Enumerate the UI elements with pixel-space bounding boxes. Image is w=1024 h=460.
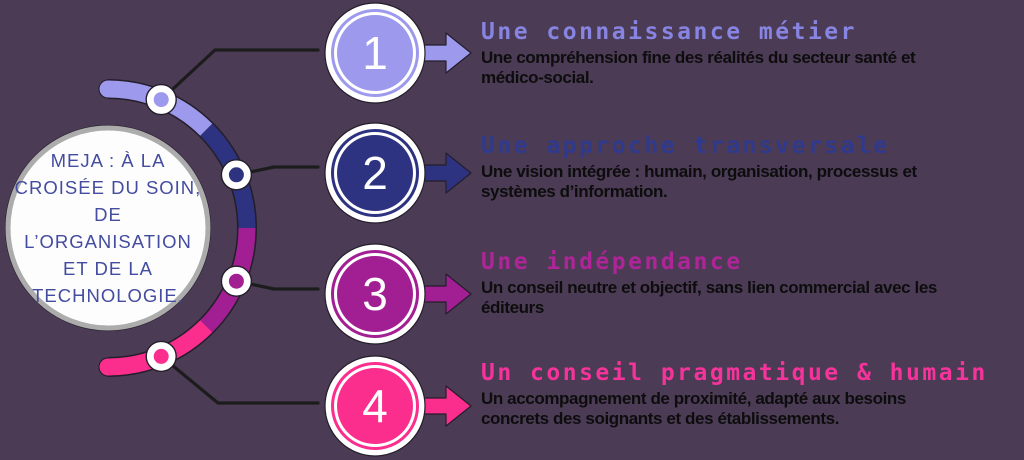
arc-cap-top [99, 80, 117, 98]
step-badge-4-ring [331, 362, 419, 450]
step-number-3: 3 [362, 268, 388, 320]
step-badge-2-fill [337, 135, 413, 211]
arc-nodes [145, 83, 253, 373]
step-description-3: Un conseil neutre et objectif, sans lien… [481, 278, 937, 317]
step-text-1: Une connaissance métier Une compréhensio… [481, 19, 1024, 88]
step-description-4: Un accompagnement de proximité, adapté a… [481, 389, 906, 428]
arc-node-dot-2 [228, 167, 244, 183]
step-badge-3: 3 [324, 243, 426, 345]
step-text-4: Un conseil pragmatique & humain Un accom… [481, 360, 1024, 429]
step-badge-3-ring [331, 250, 419, 338]
step-badge-4: 4 [324, 355, 426, 457]
arc-node-dot-4 [153, 348, 169, 364]
step-title-2: Une approche transversale [481, 133, 890, 159]
step-badge-1: 1 [324, 2, 426, 104]
step-description-1: Une compréhension fine des réalités du s… [481, 48, 916, 87]
step-badge-2-ring [331, 129, 419, 217]
center-circle-border [5, 125, 211, 331]
arc-cap-bottom [99, 358, 117, 376]
step-title-1: Une connaissance métier [481, 19, 857, 45]
step-badge-3-fill [337, 256, 413, 332]
step-description-2: Une vision intégrée : humain, organisati… [481, 162, 917, 201]
step-badge-1-fill [337, 15, 413, 91]
connector-line-4 [159, 354, 320, 405]
step-number-2: 2 [362, 147, 388, 199]
step-badge-4-fill [337, 368, 413, 444]
arc-node-dot-1 [153, 92, 169, 108]
step-number-4: 4 [362, 380, 388, 432]
step-arrows [411, 32, 472, 427]
step-text-3: Une indépendance Un conseil neutre et ob… [481, 249, 1024, 318]
center-circle-face [8, 128, 208, 328]
step-badge-2: 2 [324, 122, 426, 224]
step-number-1: 1 [362, 27, 388, 79]
center-circle-caption: MEJA : À LA CROISÉE DU SOIN, DE L’ORGANI… [14, 150, 202, 306]
connector-line-1 [159, 48, 320, 102]
center-circle [4, 124, 212, 332]
step-title-3: Une indépendance [481, 249, 743, 275]
step-title-4: Un conseil pragmatique & humain [481, 360, 988, 386]
step-text-2: Une approche transversale Une vision int… [481, 133, 1024, 202]
step-badge-1-ring [331, 9, 419, 97]
arc-node-dot-3 [228, 273, 244, 289]
